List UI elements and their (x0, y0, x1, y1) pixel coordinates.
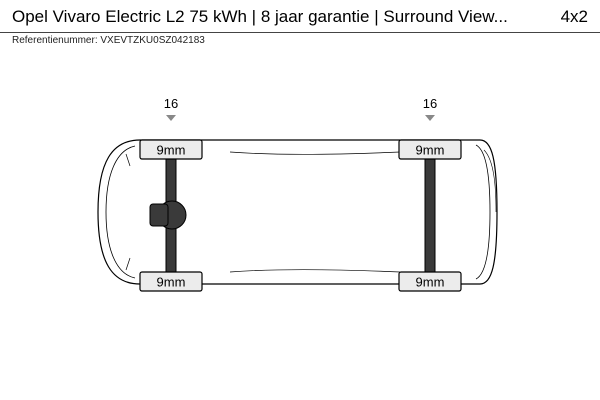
axle-front-marker-icon (166, 115, 176, 121)
motor-icon (149, 203, 169, 227)
axle-rear-position-label: 16 (423, 96, 437, 111)
axle-front-tyre-bottom (139, 271, 203, 292)
vehicle-title: Opel Vivaro Electric L2 75 kWh | 8 jaar … (12, 7, 508, 26)
axle-rear-tyre-bottom (398, 271, 462, 292)
axle-rear-shaft (424, 157, 436, 273)
axle-rear-tyre-top-label: 9mm (416, 143, 445, 158)
axle-rear-tyre-bottom-label: 9mm (416, 275, 445, 290)
axle-rear-tyre-top (398, 139, 462, 160)
axle-front-tyre-bottom-label: 9mm (157, 275, 186, 290)
reference-number: Referentienummer: VXEVTZKU0SZ042183 (12, 35, 205, 46)
axle-front-position-label: 16 (164, 96, 178, 111)
axle-front-tyre-top-label: 9mm (157, 143, 186, 158)
drive-type: 4x2 (560, 7, 588, 26)
header-bar: Opel Vivaro Electric L2 75 kWh | 8 jaar … (0, 0, 600, 33)
axle-rear-marker-icon (425, 115, 435, 121)
axle-rear: 16 9mm 9mm (398, 96, 462, 292)
axle-front-tyre-top (139, 139, 203, 160)
axle-front: 16 9mm 9mm (139, 96, 203, 292)
